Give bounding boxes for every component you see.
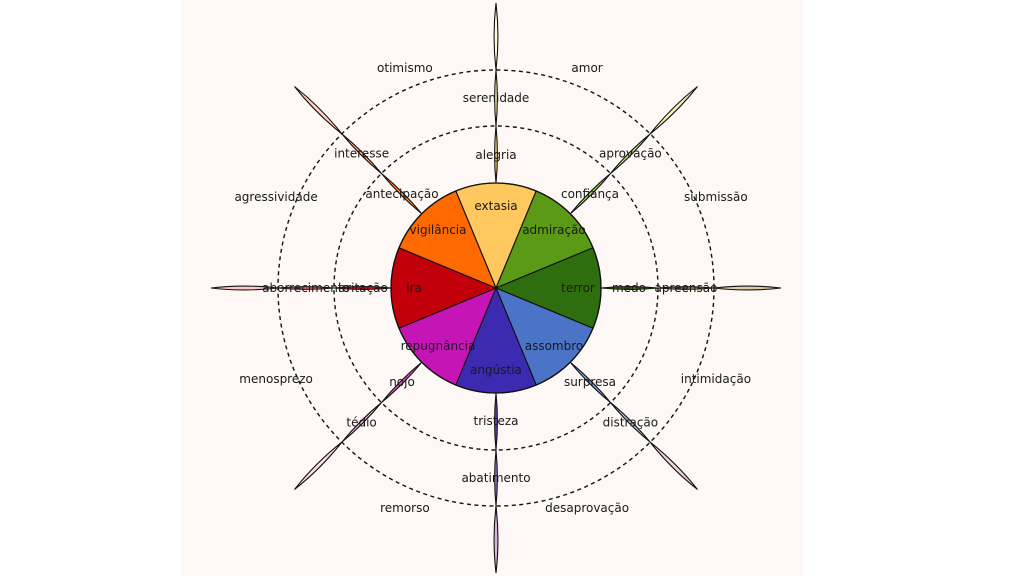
petal-trust-outer	[610, 133, 651, 174]
emotion-wheel-canvas: serenidade alegria extasia aprovação confian…	[181, 0, 803, 576]
label-fear-basic: medo	[612, 281, 646, 295]
dyad-label-1: amor	[571, 61, 602, 75]
petal-anticipation-middle	[380, 172, 423, 215]
label-anger-basic: irritação	[338, 281, 388, 295]
label-disgust-basic: nojo	[389, 375, 415, 389]
label-anger-mild: aborrecimento	[262, 281, 350, 295]
label-fear-mild: apreensão	[655, 281, 718, 295]
label-sadness-mild: abatimento	[461, 471, 530, 485]
label-joy-basic: alegria	[475, 148, 516, 162]
petal-anticipation-tip	[294, 86, 343, 135]
dyad-label-3: intimidação	[681, 372, 751, 386]
label-sadness-basic: tristeza	[474, 414, 519, 428]
petal-surprise-outer	[610, 402, 651, 443]
petal-trust-tip	[649, 86, 698, 135]
plutchik-emotion-wheel: serenidade alegria extasia aprovação confian…	[210, 2, 782, 574]
petal-sadness-middle	[494, 392, 498, 451]
label-joy-intense: extasia	[474, 199, 517, 213]
label-anticipation-basic: antecipação	[365, 187, 438, 201]
dashed-ring-inner	[333, 125, 659, 451]
label-trust-basic: confiança	[561, 187, 619, 201]
petal-anger-middle	[333, 286, 392, 290]
label-disgust-intense: repugnância	[401, 339, 476, 353]
dyad-label-2: submissão	[684, 190, 748, 204]
label-disgust-mild: tédio	[346, 415, 376, 429]
dyad-label-5: remorso	[380, 501, 430, 515]
petal-trust-middle	[569, 172, 612, 215]
label-surprise-intense: assombro	[525, 339, 584, 353]
ring-lines	[277, 69, 715, 507]
dyad-label-4: desaprovação	[545, 501, 629, 515]
dashed-ring-outer	[277, 69, 715, 507]
petal-fear-tip	[713, 285, 782, 291]
petal-disgust-middle	[380, 361, 423, 404]
label-anticipation-mild: interesse	[334, 147, 389, 161]
label-anger-intense: ira	[406, 281, 422, 295]
label-trust-mild: aprovação	[599, 147, 662, 161]
label-surprise-basic: surpresa	[564, 375, 616, 389]
inner-ring	[390, 182, 602, 394]
label-trust-intense: admiração	[522, 223, 586, 237]
label-fear-intense: terror	[561, 281, 595, 295]
petal-anger-tip	[210, 285, 279, 291]
petal-sadness-outer	[494, 449, 498, 507]
petal-disgust-tip	[294, 441, 343, 490]
petal-joy-middle	[494, 125, 498, 184]
petal-surprise-tip	[649, 441, 698, 490]
dyad-label-8: otimismo	[377, 61, 433, 75]
label-joy-mild: serenidade	[463, 91, 530, 105]
dyad-label-7: agressividade	[234, 190, 317, 204]
petal-joy-tip	[493, 2, 499, 71]
label-anticipation-intense: vigilância	[410, 223, 467, 237]
petal-joy-outer	[494, 69, 498, 127]
dyad-label-6: menosprezo	[239, 372, 313, 386]
label-sadness-intense: angústia	[470, 363, 522, 377]
petal-sadness-tip	[493, 505, 499, 574]
petal-surprise-middle	[569, 361, 612, 404]
label-surprise-mild: distração	[603, 415, 659, 429]
label-layer: serenidade alegria extasia aprovação confian…	[234, 61, 751, 515]
